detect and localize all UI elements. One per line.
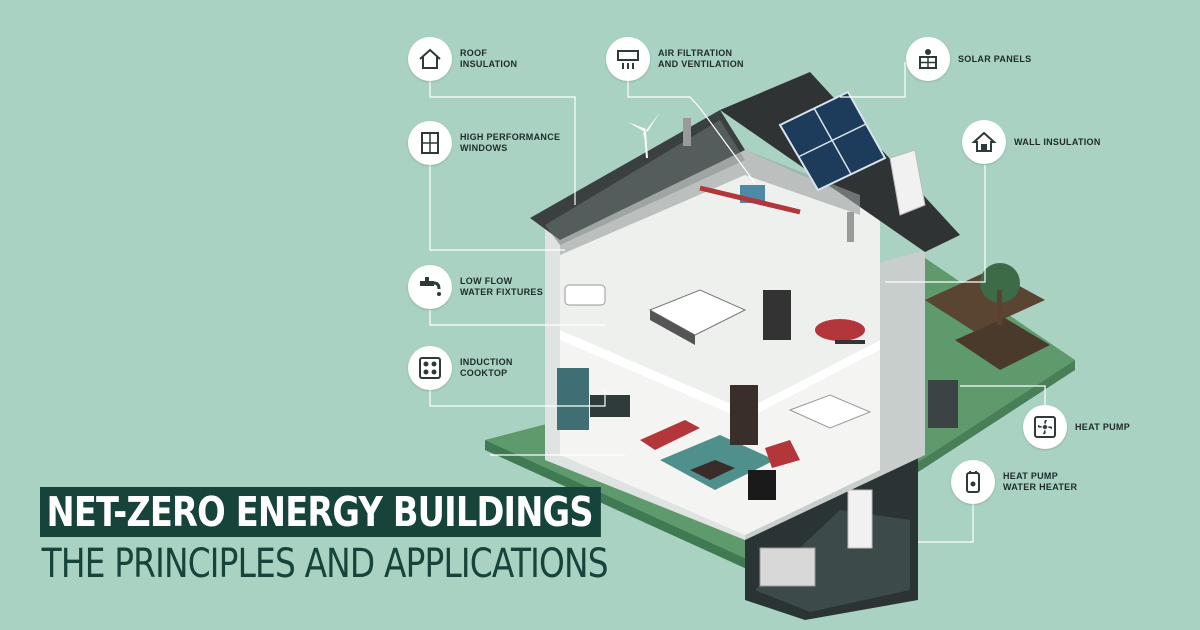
callout-label: INDUCTION COOKTOP [460,357,513,378]
leader-water-heater [918,503,974,543]
title-block: NET-ZERO ENERGY BUILDINGS THE PRINCIPLES… [40,487,732,587]
bed [648,289,747,336]
vent-pipe [683,118,691,146]
garden-bed [955,318,1050,370]
callout-label: ROOF INSULATION [460,48,518,69]
wind-turbine-blade [628,122,646,132]
house-outline-icon [408,37,452,81]
cooktop-icon [408,346,452,390]
wardrobe [763,290,791,340]
water-heater-unit [847,489,873,549]
page-title: NET-ZERO ENERGY BUILDINGS [40,487,601,537]
callout-label: SOLAR PANELS [958,53,1032,64]
solar-panel-icon [906,37,950,81]
coffee-table [690,460,735,480]
outdoor-heat-pump [928,380,958,428]
wind-turbine-blade [645,112,660,132]
leader-air-filtration [627,80,756,184]
tree-trunk [997,290,1002,325]
armchair [765,440,800,468]
lawn-edge [485,440,760,575]
leader-windows [429,165,565,251]
leader-solar-panels [840,62,906,98]
air-vent-icon [606,37,650,81]
callout-induction: INDUCTION COOKTOP [408,346,513,390]
callout-heat-pump: HEAT PUMP [1023,405,1130,449]
callout-label: AIR FILTRATION AND VENTILATION [658,48,744,69]
callout-heat-pump-water-heater: HEAT PUMP WATER HEATER [951,460,1077,504]
leader-wall-insulation [885,165,986,283]
solar-grid-line [797,123,867,158]
bookshelf [730,385,758,445]
fridge [557,368,589,430]
callout-label: HEAT PUMP WATER HEATER [1003,471,1078,492]
sofa [640,420,700,450]
house-filled-icon [962,120,1006,164]
water-heater-icon [951,460,995,504]
tv [748,470,776,500]
page-subtitle: THE PRINCIPLES AND APPLICATIONS [41,541,609,587]
roof-underside [545,120,745,245]
callout-label: HIGH PERFORMANCE WINDOWS [460,132,561,153]
callout-solar-panels: SOLAR PANELS [906,37,1031,81]
faucet-icon [408,265,452,309]
leader-heat-pump [960,385,1046,410]
dining-table [788,394,872,429]
tree-foliage [980,263,1020,303]
callout-wall-insulation: WALL INSULATION [962,120,1101,164]
bathtub [564,284,606,306]
upper-floor-slab [560,330,880,420]
attic [560,150,860,255]
duct [699,185,801,215]
round-rug [815,319,865,341]
leader-induction [429,388,606,407]
callout-water-fixtures: LOW FLOW WATER FIXTURES [408,265,543,309]
callout-roof-insulation: ROOF INSULATION [408,37,517,81]
callout-label: HEAT PUMP [1075,421,1131,432]
desk [835,340,865,344]
laundry-sink [759,547,816,587]
bed-frame [650,310,695,345]
window-icon [408,121,452,165]
callout-windows: HIGH PERFORMANCE WINDOWS [408,121,560,165]
leader-water-fixtures [429,310,605,326]
vent-pipe [847,212,854,242]
kitchen-counter [590,395,630,417]
fan-icon [1023,405,1067,449]
leader-roof-insulation [429,80,576,205]
chimney [889,149,926,216]
callout-label: WALL INSULATION [1014,136,1101,147]
callout-air-filtration: AIR FILTRATION AND VENTILATION [606,37,744,81]
wind-turbine-blade [643,132,647,148]
callout-label: LOW FLOW WATER FIXTURES [460,276,544,297]
